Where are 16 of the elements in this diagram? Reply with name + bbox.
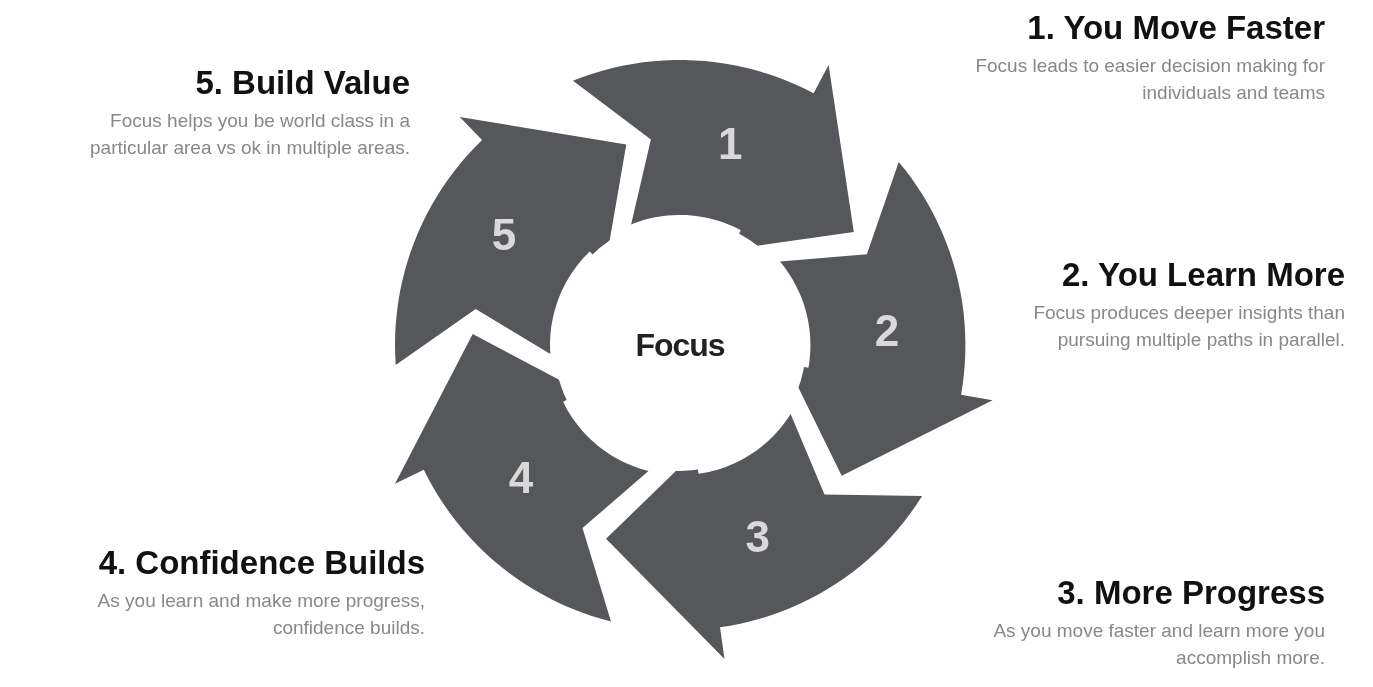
step-number: 2 [874,308,900,353]
step-heading: 4. Confidence Builds [97,543,425,583]
step-description: Focus helps you be world class in a particular area vs ok in multiple areas. [89,109,410,160]
step-heading: 5. Build Value [194,63,410,103]
step-number: 5 [491,213,517,258]
step-number: 4 [508,456,534,501]
step-number: 1 [717,121,743,166]
step-description: Focus produces deeper insights than pursuing multiple paths in parallel. [1032,301,1345,352]
step-heading: 1. You Move Faster [1026,8,1325,48]
step-heading: 2. You Learn More [1061,255,1345,295]
step-description: Focus leads to easier decision making for individuals and teams [974,54,1325,105]
step-description: As you learn and make more progress, confidence builds. [96,589,425,640]
step-number: 3 [745,515,770,560]
step-heading: 3. More Progress [1056,573,1325,613]
center-label: Focus [635,326,725,364]
step-description: As you move faster and learn more you accomplish more. [992,619,1325,670]
